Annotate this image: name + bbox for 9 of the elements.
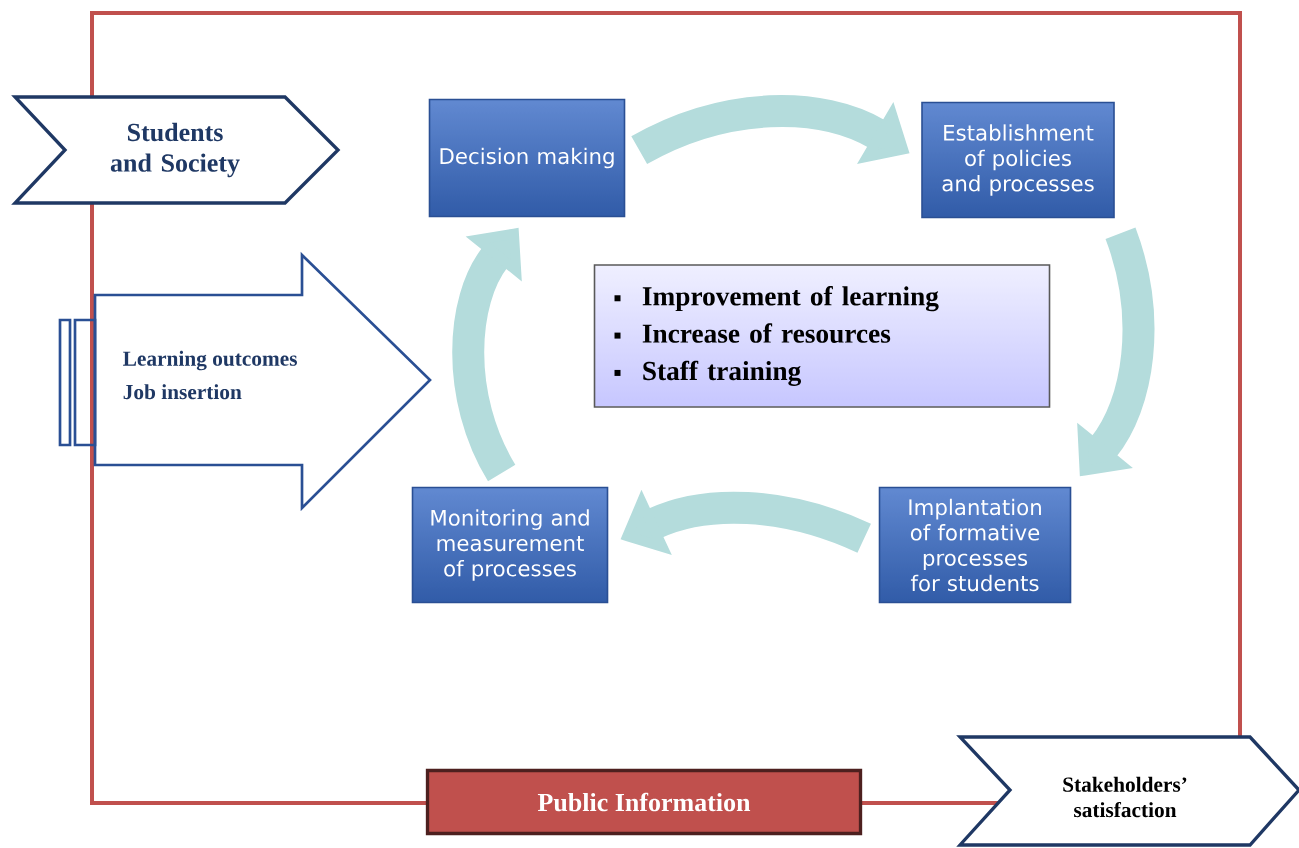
chevron: Stakeholders’ satisfaction <box>956 735 1299 847</box>
chevron: Students and Society <box>11 95 341 205</box>
bullet-box: Improvement of learning Increase of resources Staff training <box>593 264 1051 408</box>
process-box: Implantation of formative processes for students <box>878 486 1072 604</box>
node-label: Stakeholders’ satisfaction <box>1063 776 1187 818</box>
banner-box: Public Information <box>425 768 863 836</box>
process-box: Establishment of policies and processes <box>921 101 1115 219</box>
process-box: Decision making <box>428 98 626 218</box>
process-box: Monitoring and measurement of processes <box>411 486 609 604</box>
